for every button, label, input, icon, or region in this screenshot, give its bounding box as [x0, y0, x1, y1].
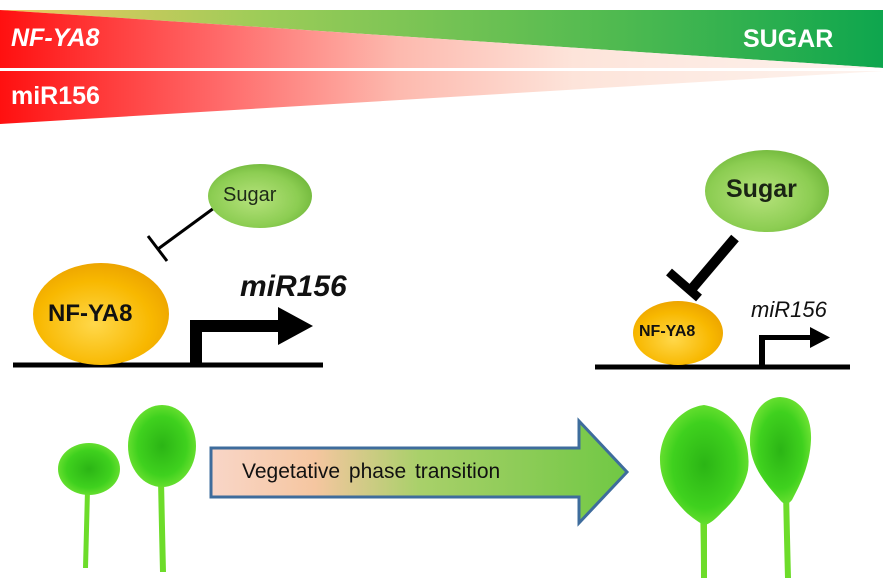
juvenile-leaves [58, 405, 196, 572]
sugar-band-label: SUGAR [743, 25, 834, 53]
nf-ya8-band-label: NF-YA8 [11, 24, 100, 52]
adult-leaves [660, 397, 812, 578]
nf-ya8-oval [33, 263, 169, 365]
mir156-decreasing-wedge [0, 71, 883, 124]
transcription-arrow [190, 307, 313, 365]
high-sugar-oval-label: Sugar [726, 175, 797, 203]
leaf-serrated-narrow [749, 397, 812, 578]
nf-ya8-sugar-gradient-band [0, 10, 883, 68]
inhibition-line [157, 206, 215, 251]
transcription-arrow [759, 327, 830, 367]
high-mir156-gene-label: miR156 [751, 297, 827, 322]
leaf-round [128, 405, 196, 572]
low-nf-ya8-label: NF-YA8 [48, 300, 133, 327]
mir156-band-label: miR156 [11, 82, 100, 110]
sugar-oval [208, 164, 312, 228]
inhibition-line [686, 234, 739, 295]
leaf-serrated-wide [660, 405, 749, 578]
low-mir156-gene-label: miR156 [240, 270, 347, 303]
nf-ya8-oval [633, 301, 723, 365]
nf-ya8-decreasing-wedge [0, 10, 883, 68]
high-sugar-panel [595, 150, 850, 370]
mir156-gradient-band [0, 71, 883, 124]
high-nf-ya8-label: NF-YA8 [639, 323, 696, 340]
vegetative-phase-transition-arrow [209, 417, 630, 527]
sugar-oval [705, 150, 829, 232]
inhibition-bar [666, 268, 702, 302]
inhibition-bar [146, 235, 169, 262]
transition-label: Vegetative phase transition [242, 460, 501, 483]
leaf-small-round [58, 443, 120, 568]
low-sugar-oval-label: Sugar [223, 184, 277, 206]
low-sugar-panel [13, 164, 323, 368]
